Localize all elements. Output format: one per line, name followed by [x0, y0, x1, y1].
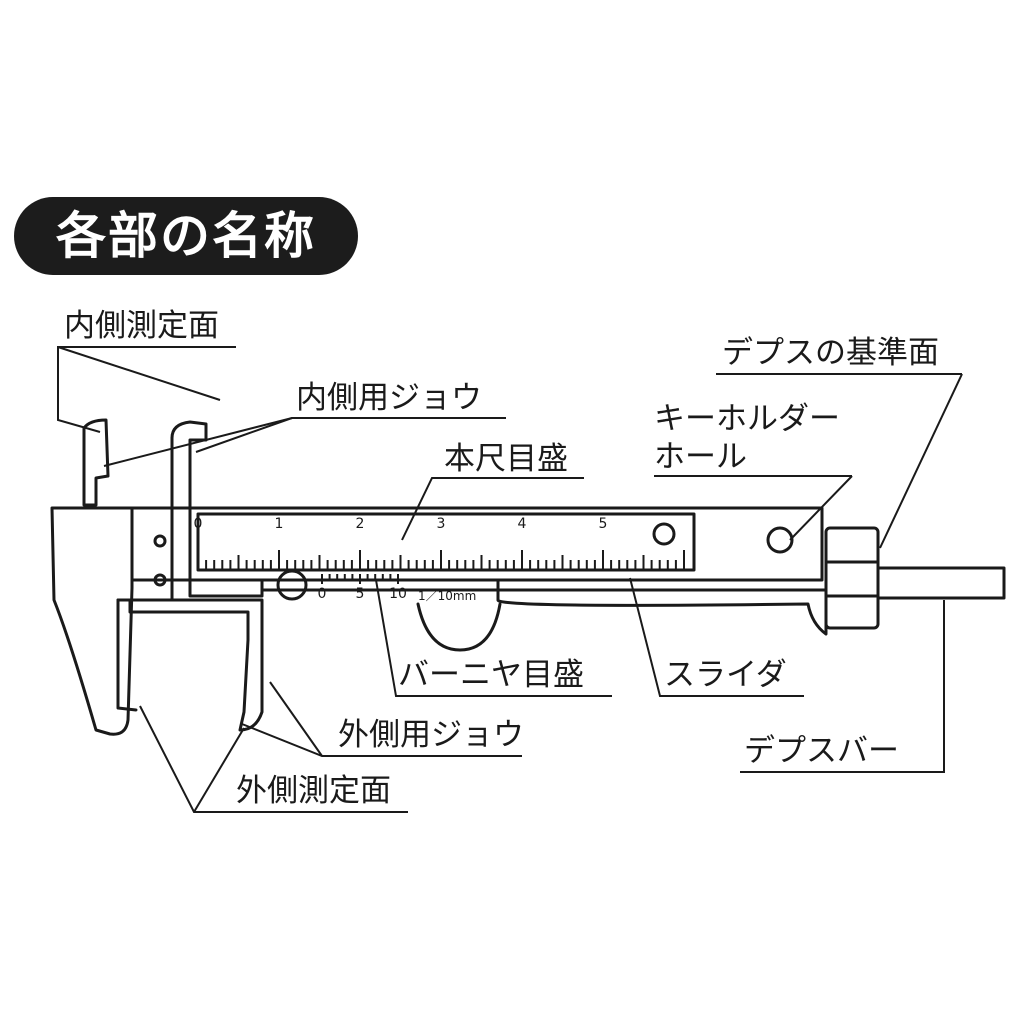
slider-body — [170, 420, 828, 636]
slider-outer-jaw — [116, 598, 264, 732]
label-keyholder-line2: ホール — [654, 439, 747, 475]
keyholder-hole — [766, 526, 794, 554]
rivet-top — [153, 534, 167, 548]
label-depth-bar: デプスバー — [744, 733, 899, 769]
label-slider: スライダ — [664, 657, 787, 693]
main-scale-number: 1 — [275, 516, 284, 532]
main-scale-number: 2 — [356, 516, 365, 532]
depth-bar — [876, 566, 1006, 600]
label-outer-jaw: 外側用ジョウ — [338, 717, 524, 753]
label-main-scale: 本尺目盛 — [444, 441, 568, 477]
main-scale-plate — [196, 512, 696, 572]
title-badge — [14, 197, 358, 275]
main-scale-number: 3 — [437, 516, 446, 532]
depth-block — [824, 526, 880, 630]
fixed-inner-jaw — [82, 418, 110, 507]
main-scale-number: 0 — [194, 516, 203, 532]
main-scale-number: 4 — [518, 516, 527, 532]
leader-lines — [57, 346, 963, 813]
vernier-numbers: 0 5 10 — [318, 586, 407, 602]
slider-inner-jaw — [170, 436, 192, 602]
vernier-number: 10 — [389, 586, 407, 602]
scale-end-mark — [652, 522, 676, 546]
slider-outer-jaw-edge — [116, 598, 138, 712]
vernier-ticks — [321, 574, 399, 584]
main-scale-numbers: 0 1 2 3 4 5 — [194, 516, 608, 532]
main-scale-number: 5 — [599, 516, 608, 532]
label-depth-reference-face: デプスの基準面 — [722, 335, 939, 371]
slider-rivet — [276, 569, 308, 601]
label-inner-measuring-face: 内側測定面 — [64, 308, 219, 344]
label-keyholder-line1: キーホルダー — [654, 401, 840, 437]
fixed-outer-jaw — [50, 506, 134, 736]
label-vernier-scale: バーニヤ目盛 — [398, 657, 584, 693]
rivet-bottom — [153, 573, 167, 587]
label-outer-measuring-face: 外側測定面 — [236, 773, 391, 809]
vernier-number: 0 — [318, 586, 327, 602]
slider-thumb-notch — [416, 602, 502, 652]
main-scale-ticks — [197, 550, 685, 570]
vernier-number: 5 — [356, 586, 365, 602]
page-title: 各部の名称 — [56, 207, 316, 265]
label-inner-jaw: 内側用ジョウ — [296, 380, 482, 416]
vernier-unit: 1／10mm — [418, 589, 476, 603]
